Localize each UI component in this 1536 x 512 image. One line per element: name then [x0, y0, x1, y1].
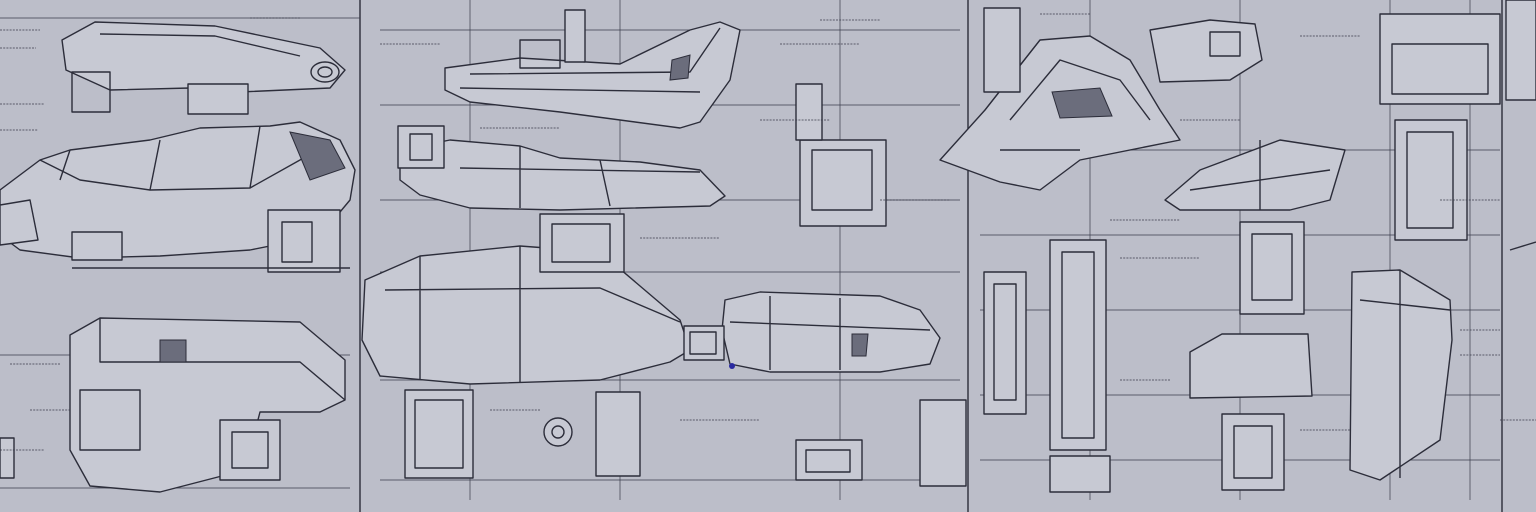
panel-dividers: [359, 0, 1503, 512]
module-right: [683, 291, 941, 373]
module-left: [361, 213, 691, 385]
craft-top-view: [444, 9, 741, 129]
craft-front-view: [939, 7, 1263, 191]
craft-side-view: [397, 125, 726, 211]
wing-module: [1164, 139, 1346, 491]
vehicle-top-view: [61, 21, 346, 115]
vehicle-side-view: [0, 121, 356, 273]
side-unit-right: [1349, 0, 1536, 481]
small-parts-middle: [404, 83, 967, 487]
tall-column: [983, 239, 1111, 493]
vehicle-front-view: [0, 317, 346, 493]
dimension-annotations: [0, 13, 1536, 451]
